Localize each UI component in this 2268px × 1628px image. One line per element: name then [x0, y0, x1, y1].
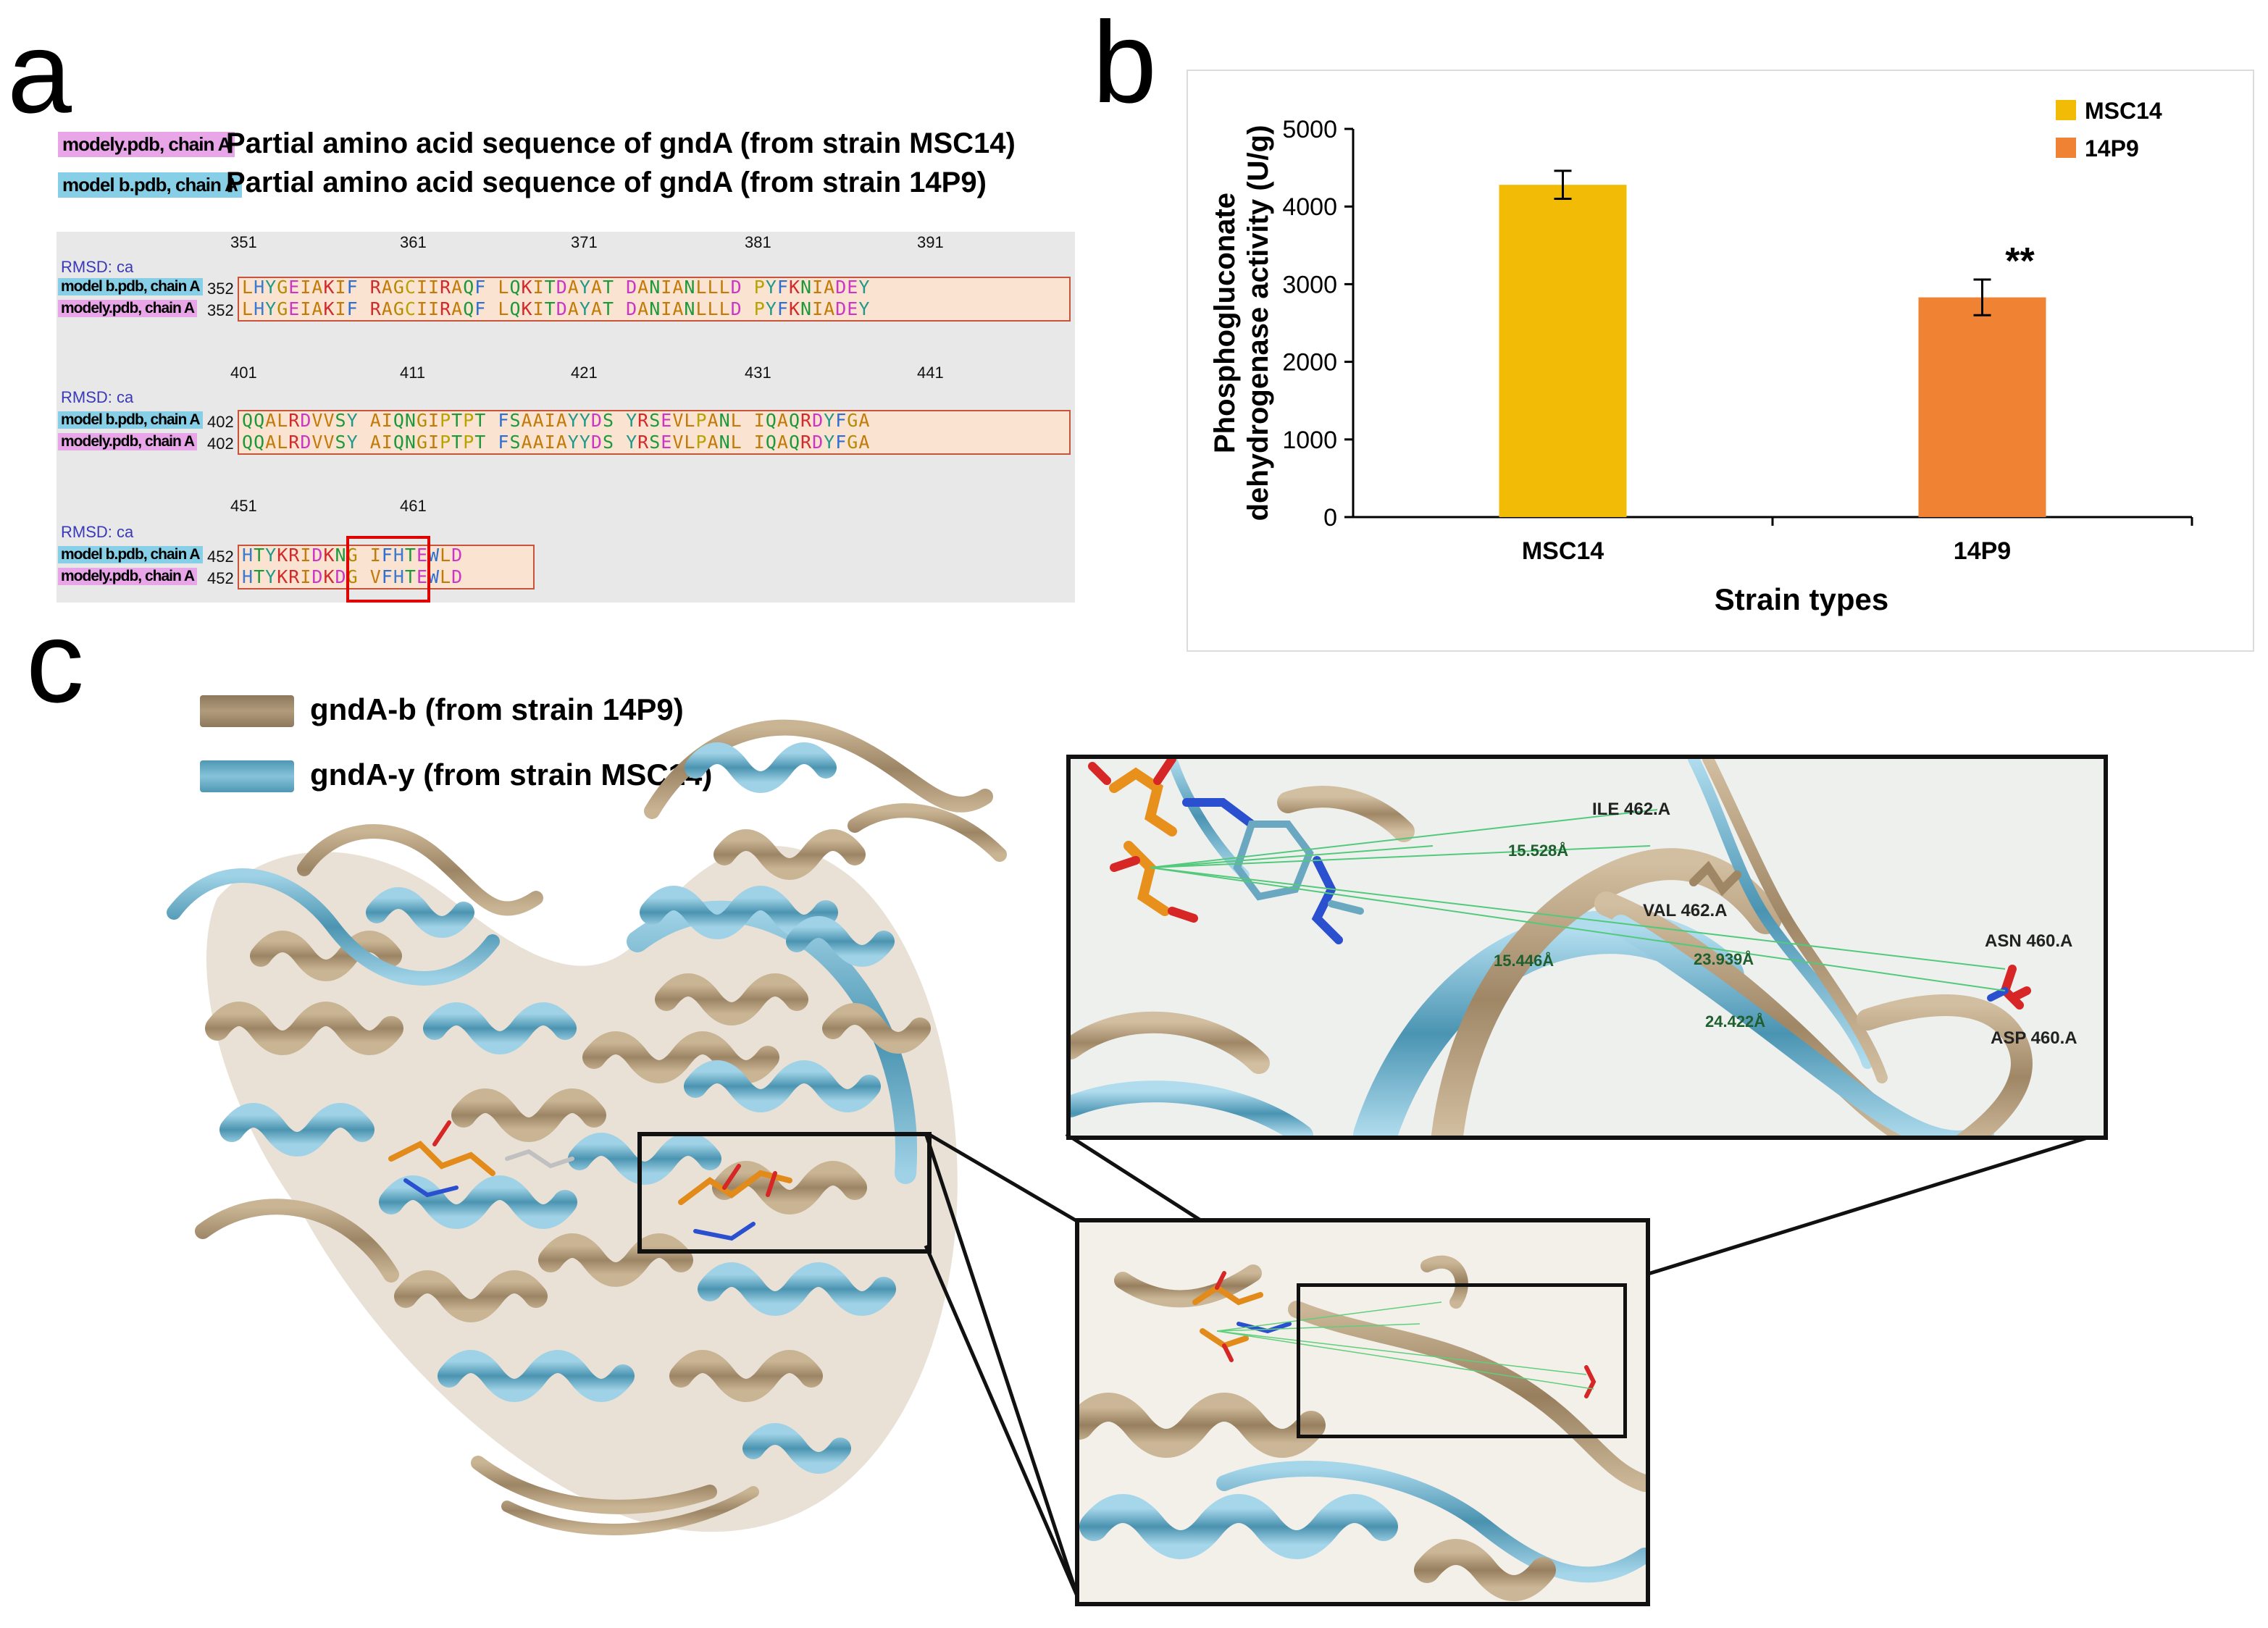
sequence-row-y: LHYGEIAKIF RAGCIIRAQF LQKITDAYAT DANIANL… — [242, 298, 871, 319]
distance-label: 15.528Å — [1508, 842, 1569, 860]
legend-swatch — [2056, 100, 2076, 120]
tick-label: 441 — [917, 364, 944, 382]
panel-letter-a: a — [7, 7, 72, 137]
inner-zoom-box — [1297, 1283, 1627, 1438]
panel-letter-b: b — [1092, 0, 1157, 127]
y-tick-label: 1000 — [1282, 427, 1337, 454]
x-tick-label: MSC14 — [1522, 537, 1604, 565]
tick-label: 411 — [400, 364, 426, 382]
tick-label: 381 — [745, 233, 771, 251]
tick-label: 431 — [745, 364, 771, 382]
legend-tag-14p9: model b.pdb, chain A — [58, 172, 242, 198]
y-tick-label: 4000 — [1282, 193, 1337, 221]
legend-text-msc14: Partial amino acid sequence of gndA (fro… — [226, 127, 1016, 159]
detail-zoom-structure — [1071, 759, 2033, 1136]
seq-highlight — [238, 545, 535, 589]
distance-label: 23.939Å — [1694, 950, 1754, 968]
sequence-row-b: QQALRDVVSY AIQNGIPTPT FSAAIAYYDS YRSEVLP… — [242, 410, 871, 431]
row-start: 352 — [207, 301, 234, 319]
label-val: VAL 462.A — [1643, 901, 1728, 920]
y-tick-label: 0 — [1323, 504, 1337, 532]
row-label-y: modely.pdb, chain A — [58, 568, 198, 585]
legend-label: 14P9 — [2085, 135, 2139, 161]
y-axis-title-line1: Phosphogluconate — [1209, 193, 1241, 453]
label-asn: ASN 460.A — [1985, 931, 2073, 951]
zoom-region-detail: ILE 462.A VAL 462.A ASN 460.A ASP 460.A … — [1066, 755, 2108, 1140]
tick-label: 461 — [400, 497, 427, 515]
x-tick-label: 14P9 — [1954, 537, 2011, 565]
medium-zoom-structure — [1079, 1255, 1646, 1601]
seq-highlight — [238, 410, 1071, 455]
row-label-b: model b.pdb, chain A — [58, 278, 203, 295]
legend-swatch-y — [200, 760, 294, 792]
legend-text-14p9: Partial amino acid sequence of gndA (fro… — [226, 167, 987, 198]
tick-label: 391 — [917, 233, 944, 251]
rmsd-label: RMSD: ca — [61, 523, 134, 541]
row-start: 402 — [207, 435, 234, 453]
seq-highlight — [238, 277, 1071, 322]
sequence-row-b: HTYKRIDKNG IFHTEWLD — [242, 545, 464, 566]
row-start: 452 — [207, 569, 234, 587]
row-start: 452 — [207, 547, 234, 566]
row-label-y: modely.pdb, chain A — [58, 433, 198, 450]
bar-msc14 — [1499, 185, 1627, 517]
panel-letter-c: c — [26, 597, 84, 726]
significance-marker: ** — [2005, 240, 2035, 282]
sequence-row-y: HTYKRIDKDG VFHTEWLD — [242, 566, 464, 587]
legend-label: MSC14 — [2085, 98, 2162, 124]
sequence-row-b: LHYGEIAKIF RAGCIIRAQF LQKITDAYAT DANIANL… — [242, 277, 871, 298]
y-axis-title-line2: dehydrogenase activity (U/g) — [1242, 125, 1274, 521]
tick-label: 421 — [571, 364, 598, 382]
legend-label-b: gndA-b (from strain 14P9) — [310, 692, 684, 726]
row-start: 352 — [207, 280, 234, 298]
mismatch-highlight-box — [346, 536, 430, 603]
sequence-alignment-viewer: 351 361 371 381 391 RMSD: ca model b.pdb… — [57, 232, 1075, 603]
zoom-region-medium — [1075, 1218, 1650, 1606]
bar-14p9 — [1918, 297, 2046, 517]
tick-label: 351 — [230, 233, 257, 251]
rmsd-label: RMSD: ca — [61, 258, 134, 276]
zoom-region-main — [637, 1132, 932, 1254]
tick-label: 451 — [230, 497, 257, 515]
legend-swatch — [2056, 138, 2076, 158]
label-ile: ILE 462.A — [1592, 800, 1671, 819]
distance-label: 24.422Å — [1705, 1012, 1766, 1031]
row-label-b: model b.pdb, chain A — [58, 411, 203, 429]
row-start: 402 — [207, 413, 234, 431]
legend-label-y: gndA-y (from strain MSC14) — [310, 758, 713, 792]
row-label-y: modely.pdb, chain A — [58, 300, 198, 317]
distance-label: 15.446Å — [1494, 952, 1554, 970]
sequence-row-y: QQALRDVVSY AIQNGIPTPT FSAAIAYYDS YRSEVLP… — [242, 432, 871, 453]
label-asp: ASP 460.A — [1991, 1028, 2077, 1048]
row-label-b: model b.pdb, chain A — [58, 546, 203, 563]
tick-label: 401 — [230, 364, 257, 382]
rmsd-label: RMSD: ca — [61, 388, 134, 406]
y-tick-label: 5000 — [1282, 116, 1337, 143]
y-tick-label: 3000 — [1282, 271, 1337, 298]
tick-label: 371 — [571, 233, 598, 251]
x-axis-title: Strain types — [1715, 582, 1888, 616]
y-tick-label: 2000 — [1282, 349, 1337, 377]
legend-swatch-b — [200, 695, 294, 727]
tick-label: 361 — [400, 233, 427, 251]
legend-tag-msc14: modely.pdb, chain A — [58, 132, 235, 157]
